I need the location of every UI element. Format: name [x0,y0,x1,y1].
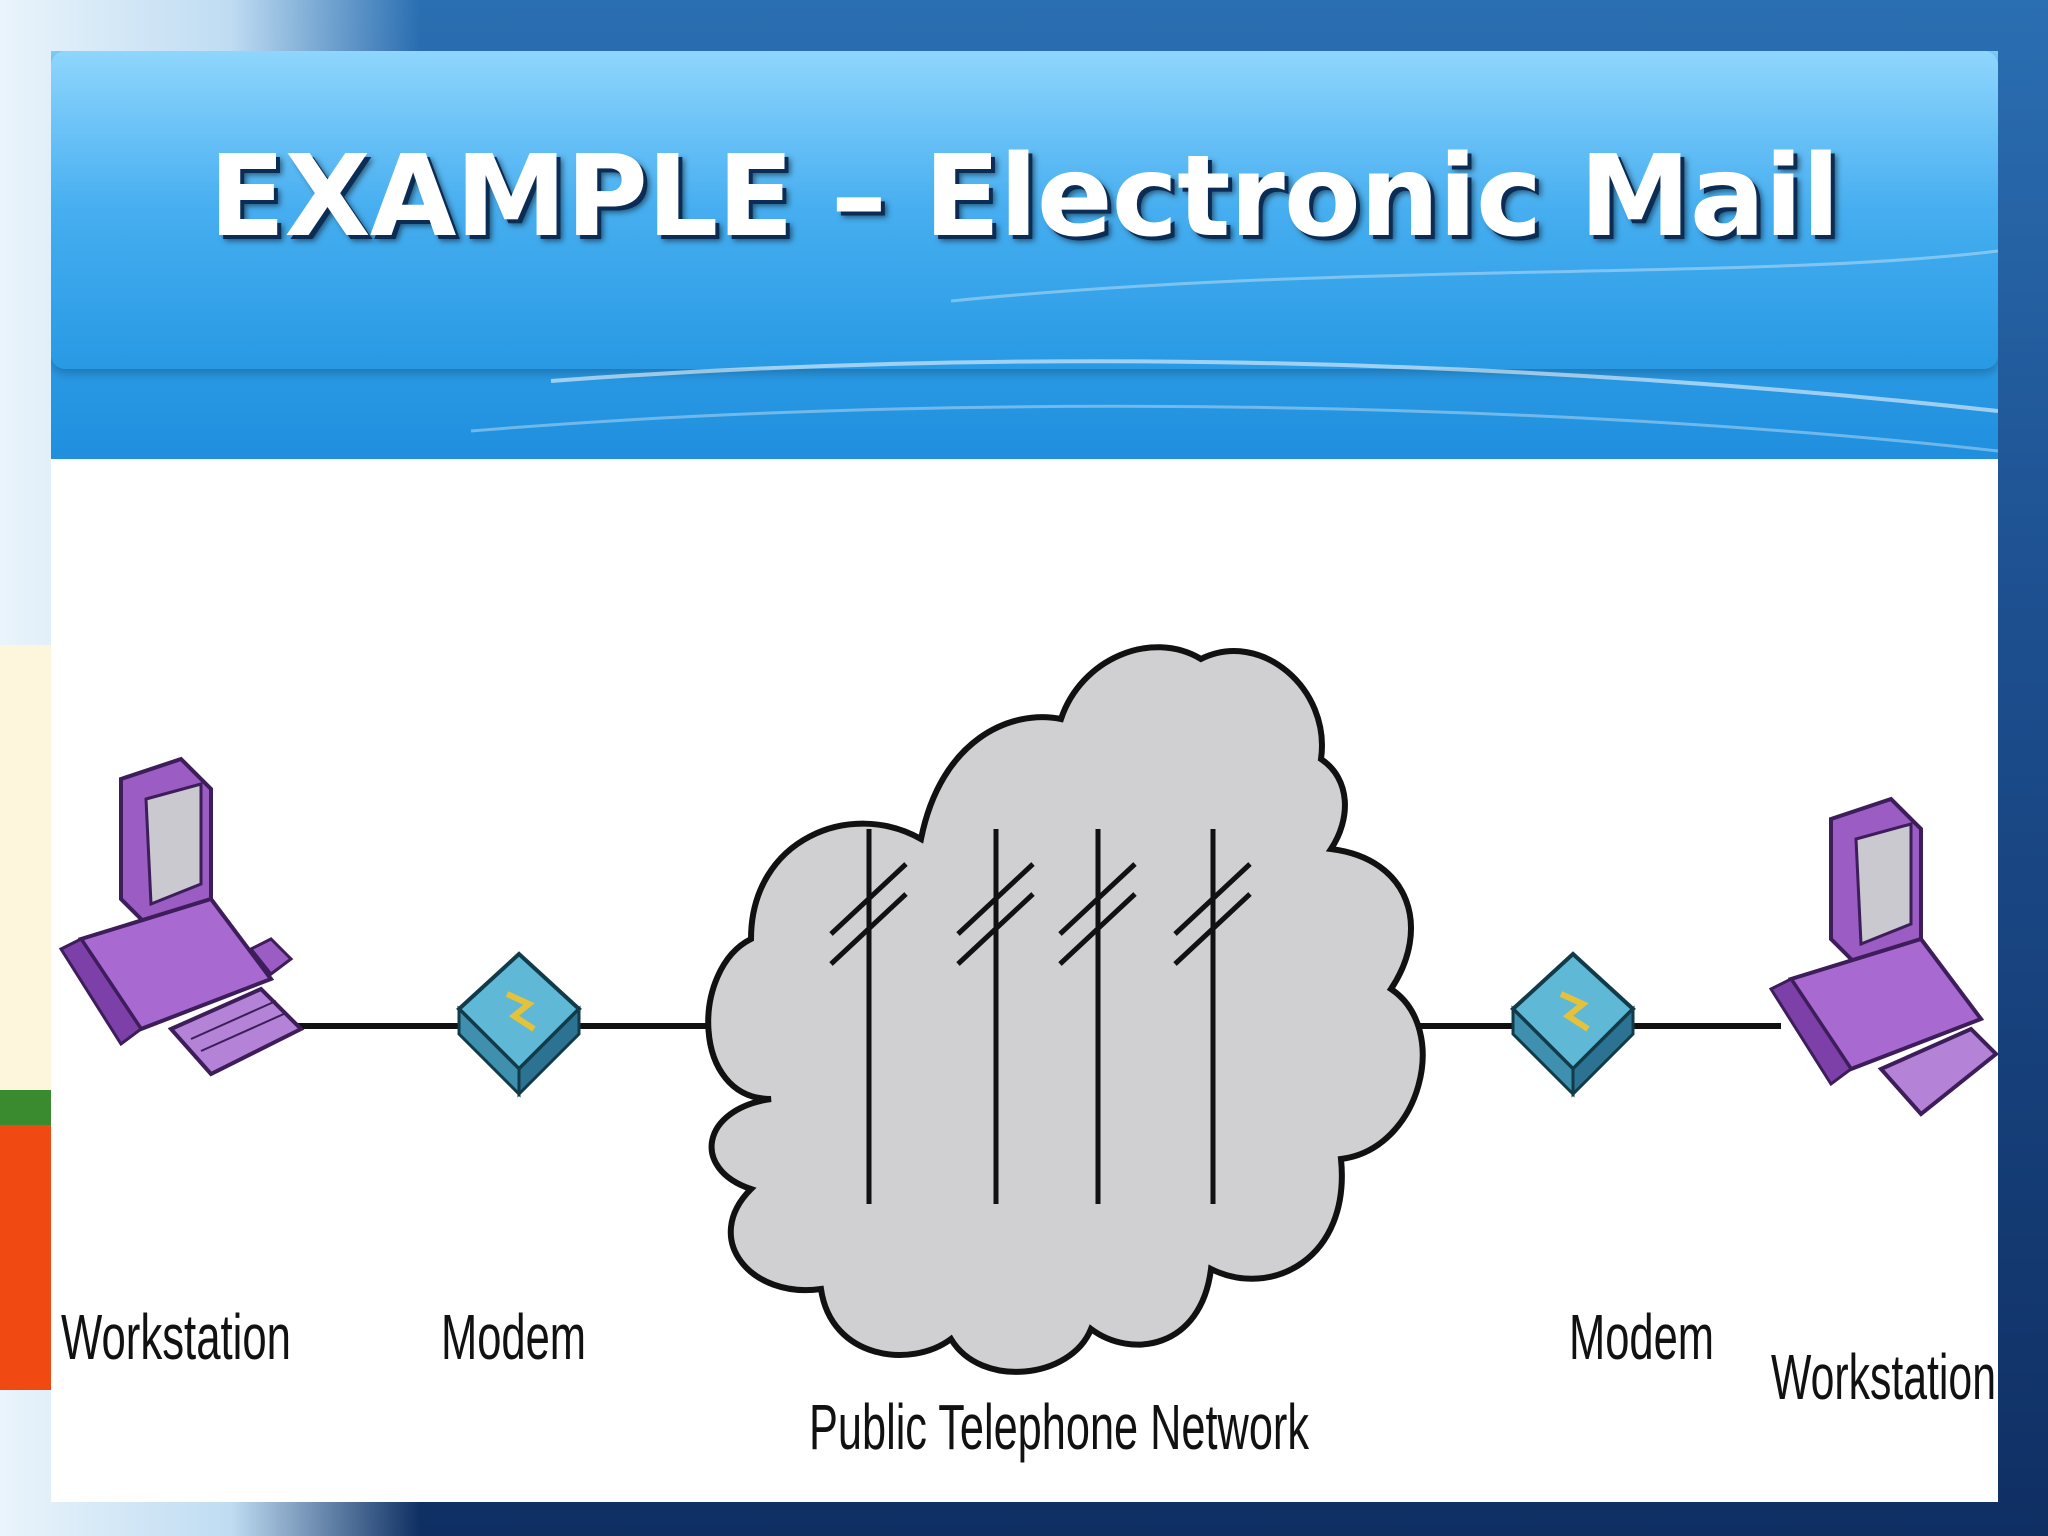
workstation-icon [58,756,305,1077]
background-slice [0,1125,52,1390]
background-slice [0,645,52,1090]
slide-title: EXAMPLE – Electronic Mail [208,132,1840,262]
diagram-panel: Workstation Modem Public Telephone Netwo… [51,459,1998,1502]
title-band [51,51,1998,459]
modem-label-right: Modem [1569,1301,1714,1373]
cloud-icon [705,644,1426,1375]
modem-icon [1510,951,1636,1098]
background-slice [0,1090,52,1130]
workstation-icon [1768,796,1998,1117]
decorative-swoosh [470,249,1998,453]
network-label: Public Telephone Network [809,1391,1310,1463]
workstation-label-left: Workstation [61,1301,291,1373]
modem-icon [456,951,582,1098]
modem-label-left: Modem [441,1301,586,1373]
workstation-label-right: Workstation [1771,1341,1996,1413]
title-box [51,51,1998,369]
